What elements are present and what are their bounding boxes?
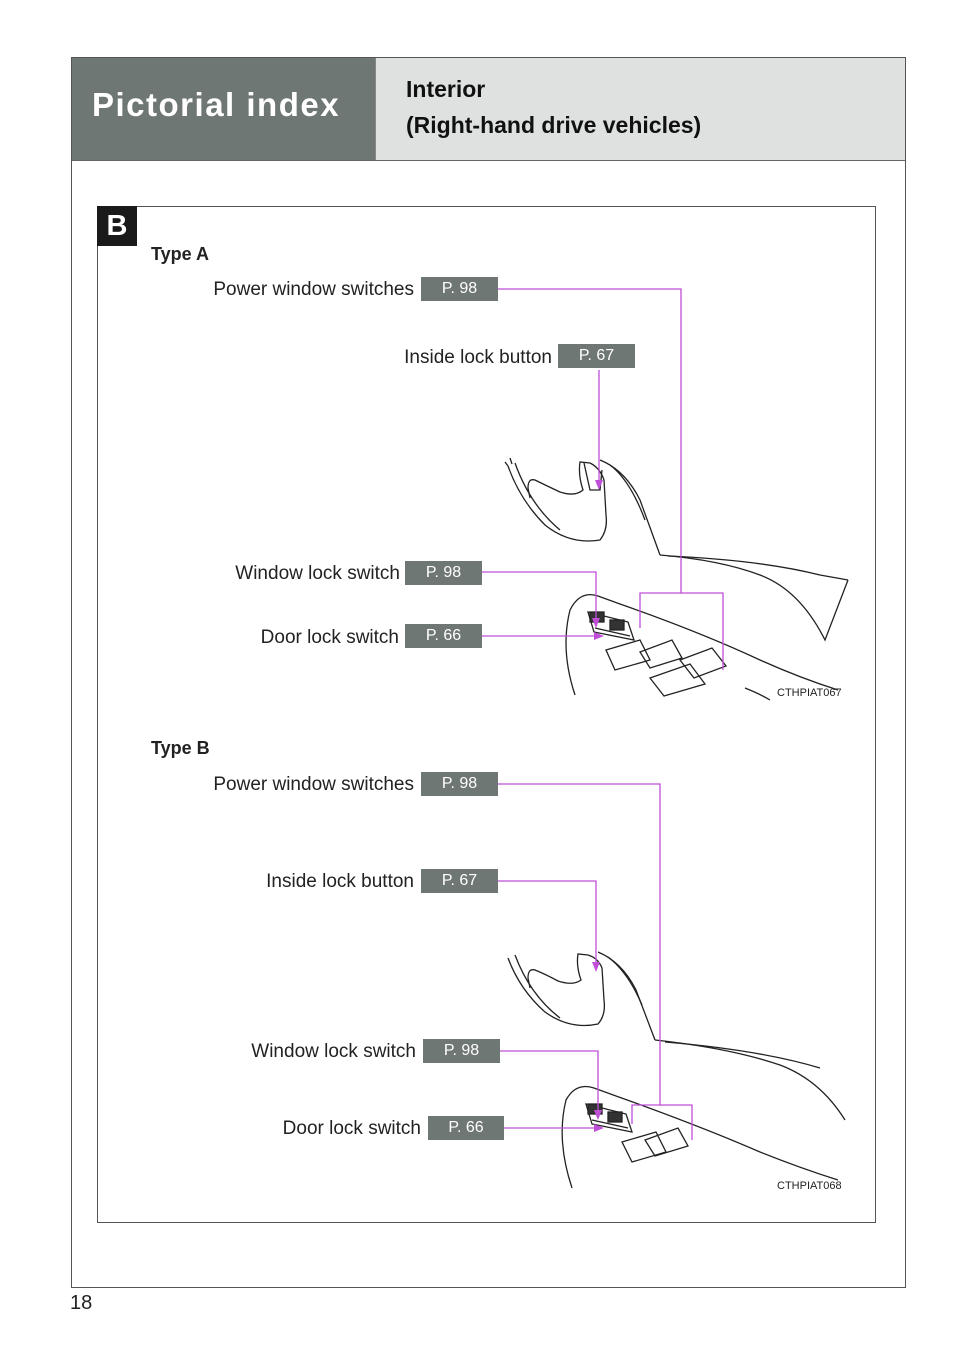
header-divider [375,58,376,160]
header-title: Interior [406,76,486,102]
arrowhead [592,618,600,628]
power-window-switches-label-b: Power window switches [213,774,414,795]
door-lock-switch-label-b: Door lock switch [282,1118,421,1139]
arrowhead [592,962,600,972]
diagram-panel [97,206,876,1223]
inside-lock-page-ref-b[interactable]: P. 67 [421,869,498,893]
inside-lock-page-ref-a[interactable]: P. 67 [558,344,635,368]
leader-lines-a [482,288,724,670]
window-lock-switch-label-a: Window lock switch [235,563,400,584]
arrowhead [595,480,603,490]
inside-lock-button-label-b: Inside lock button [266,871,414,892]
header-subtitle: (Right-hand drive vehicles) [406,112,702,138]
section-tab: Pictorial index [72,58,375,160]
header-rule [72,160,905,161]
door-lock-page-ref-a[interactable]: P. 66 [405,624,482,648]
inside-lock-button-label-a: Inside lock button [404,347,552,368]
panel-badge: B [97,206,137,246]
type-a-title: Type A [151,244,210,264]
arrowhead [594,632,604,640]
window-lock-switch-label-b: Window lock switch [251,1041,416,1062]
page-frame [71,57,906,1288]
door-lock-switch-label-a: Door lock switch [260,627,399,648]
arrowhead [594,1124,604,1132]
section-title: Pictorial index [92,86,341,123]
page-number: 18 [70,1292,93,1314]
image-code-a: CTHPIAT067 [777,687,842,699]
page-header: Interior (Right-hand drive vehicles) [376,58,905,161]
switch-panel-illustration-a [565,593,839,701]
power-window-page-ref-b[interactable]: P. 98 [421,772,498,796]
window-lock-page-ref-a[interactable]: P. 98 [405,561,482,585]
switch-panel-illustration-b [561,1085,839,1189]
window-lock-page-ref-b[interactable]: P. 98 [423,1039,500,1063]
arrowhead [594,1110,602,1120]
door-lock-page-ref-b[interactable]: P. 66 [428,1116,504,1140]
power-window-page-ref-a[interactable]: P. 98 [421,277,498,301]
door-handle-illustration-b [507,951,846,1121]
power-window-switches-label-a: Power window switches [213,279,414,300]
leader-lines-b [498,783,693,1140]
image-code-b: CTHPIAT068 [777,1180,842,1192]
type-b-title: Type B [151,738,210,758]
door-handle-illustration-a [504,457,849,642]
